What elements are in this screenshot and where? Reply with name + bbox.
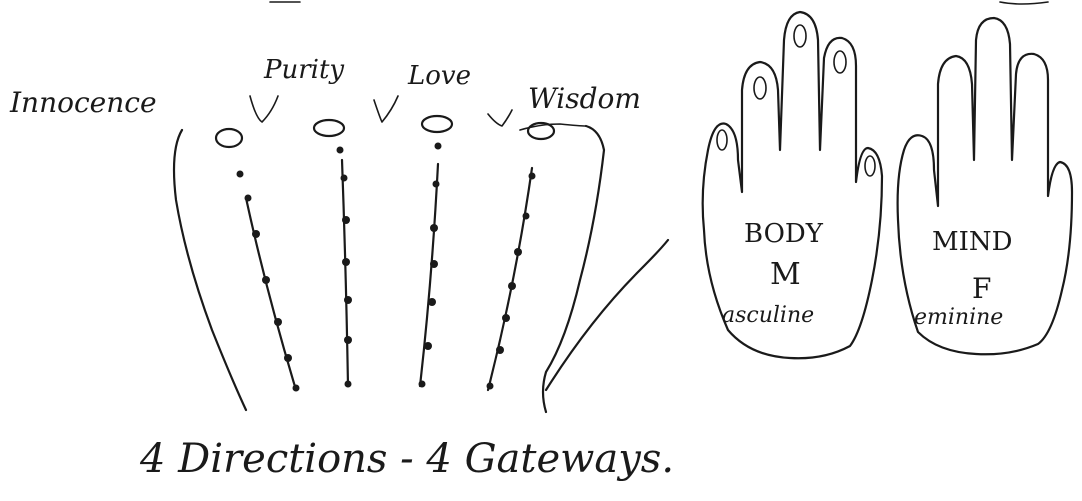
left-palm-title: BODY xyxy=(744,219,824,249)
nail-innocence xyxy=(216,129,242,147)
bead xyxy=(508,282,516,290)
bead xyxy=(245,195,252,202)
bead xyxy=(262,276,270,284)
bead xyxy=(424,342,432,350)
bead xyxy=(496,346,504,354)
right-palm-hand: MIND F eminine xyxy=(898,18,1072,354)
left-palm-nail-pinky xyxy=(865,156,875,176)
label-innocence: Innocence xyxy=(9,86,157,119)
bead xyxy=(523,213,530,220)
bead xyxy=(430,260,438,268)
left-palm-nail-index xyxy=(754,77,766,99)
label-pointers xyxy=(250,96,512,126)
nail-love xyxy=(422,116,452,132)
bead xyxy=(529,173,536,180)
bead xyxy=(487,383,494,390)
bead xyxy=(435,143,442,150)
bead xyxy=(419,381,426,388)
left-palm-nail-ring xyxy=(834,51,846,73)
bead xyxy=(345,381,352,388)
bead xyxy=(341,175,348,182)
bead xyxy=(502,314,510,322)
left-palm-word: asculine xyxy=(722,303,814,328)
left-palm-nail-middle xyxy=(794,25,806,47)
bead xyxy=(342,216,350,224)
finger-line-2 xyxy=(342,160,348,386)
left-palm-hand: BODY M asculine xyxy=(703,12,882,358)
right-palm-title: MIND xyxy=(932,227,1013,257)
fingertip-nails xyxy=(216,116,554,147)
cropped-top-strokes xyxy=(270,2,1048,4)
finger-line-4 xyxy=(488,168,532,390)
nail-purity xyxy=(314,120,344,136)
bead xyxy=(252,230,260,238)
bead xyxy=(274,318,282,326)
bead xyxy=(337,147,344,154)
bead xyxy=(433,181,440,188)
left-palm-nail-thumb xyxy=(717,130,727,150)
bead xyxy=(514,248,522,256)
finger-beads xyxy=(237,143,536,392)
finger-line-3 xyxy=(420,164,438,386)
bead xyxy=(344,336,352,344)
right-palm-letter: F xyxy=(972,272,991,305)
bead xyxy=(237,171,244,178)
bead xyxy=(428,298,436,306)
bead xyxy=(430,224,438,232)
bead xyxy=(342,258,350,266)
label-wisdom: Wisdom xyxy=(528,82,641,115)
bead xyxy=(284,354,292,362)
bead xyxy=(344,296,352,304)
left-palm-letter: M xyxy=(770,257,801,292)
label-love: Love xyxy=(407,61,471,91)
caption: 4 Directions - 4 Gateways. xyxy=(139,436,674,482)
right-palm-word: eminine xyxy=(914,305,1003,330)
bead xyxy=(293,385,300,392)
label-purity: Purity xyxy=(263,55,344,85)
